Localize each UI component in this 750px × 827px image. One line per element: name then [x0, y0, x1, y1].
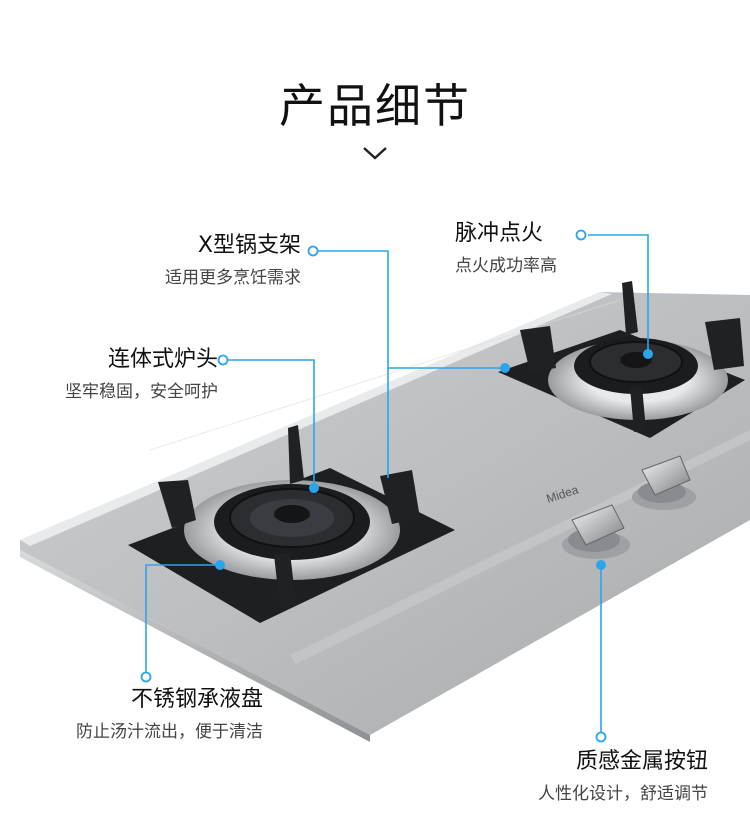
left-burner	[128, 425, 455, 623]
feature-burner-head: 连体式炉头 坚牢稳固，安全呵护	[65, 346, 218, 404]
callout-dots	[140, 229, 607, 743]
feature-subtitle: 防止汤汁流出，便于清洁	[76, 722, 263, 742]
page-title: 产品细节	[279, 79, 471, 133]
chevron-down-icon	[363, 147, 387, 160]
feature-metal-knobs: 质感金属按钮 人性化设计，舒适调节	[538, 748, 708, 806]
feature-title: X型锅支架	[197, 233, 301, 258]
control-knobs	[562, 455, 696, 559]
feature-subtitle: 点火成功率高	[455, 256, 557, 276]
feature-subtitle: 人性化设计，舒适调节	[538, 784, 708, 804]
feature-subtitle: 适用更多烹饪需求	[165, 268, 301, 288]
callout-lines	[145, 234, 649, 733]
right-burner	[498, 281, 745, 438]
feature-title: 连体式炉头	[107, 347, 218, 372]
feature-title: 脉冲点火	[455, 221, 544, 246]
feature-ignition: 脉冲点火 点火成功率高	[455, 220, 557, 278]
callout-targets	[215, 349, 653, 570]
feature-subtitle: 坚牢稳固，安全呵护	[65, 382, 218, 402]
feature-drip-tray: 不锈钢承液盘 防止汤汁流出，便于清洁	[76, 686, 263, 744]
feature-title: 质感金属按钮	[575, 749, 708, 774]
feature-pot-support: X型锅支架 适用更多烹饪需求	[165, 232, 301, 290]
feature-title: 不锈钢承液盘	[130, 687, 263, 712]
